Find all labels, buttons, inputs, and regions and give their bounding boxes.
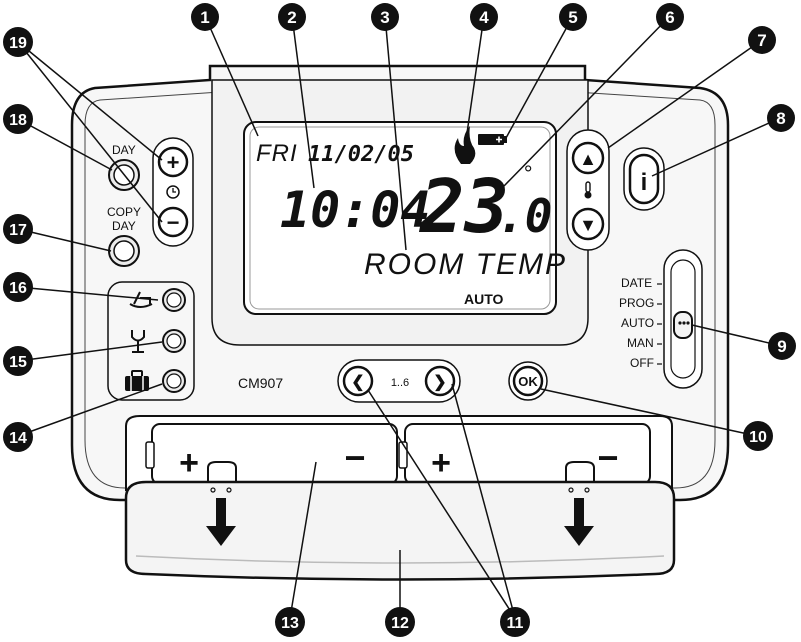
arrow-down-icon-right bbox=[564, 487, 594, 546]
battery-compartment bbox=[125, 415, 673, 491]
callout-9: 9 bbox=[777, 337, 786, 356]
temperature-up-button[interactable] bbox=[571, 141, 605, 175]
switch-pos-off: OFF bbox=[630, 356, 654, 370]
lcd-time: 10:04 bbox=[280, 181, 431, 239]
thermometer-icon bbox=[584, 181, 592, 199]
lcd-surround bbox=[211, 79, 589, 346]
model-label: CM907 bbox=[238, 375, 283, 391]
special-mode-panel bbox=[107, 281, 195, 401]
mode-switch-knob bbox=[673, 311, 693, 339]
callout-16-badge bbox=[3, 272, 33, 302]
callout-7-badge bbox=[748, 26, 776, 54]
callout-2: 2 bbox=[287, 8, 296, 27]
callout-3-badge bbox=[371, 3, 399, 31]
clock-icon bbox=[166, 185, 180, 199]
callout-5: 5 bbox=[568, 8, 577, 27]
holiday-button[interactable] bbox=[162, 369, 186, 393]
callout-6-badge bbox=[656, 3, 684, 31]
leader-lines bbox=[17, 15, 783, 620]
callout-18-badge bbox=[3, 104, 33, 134]
callout-4-badge bbox=[470, 3, 498, 31]
callout-8-badge bbox=[767, 104, 795, 132]
callout-18: 18 bbox=[9, 112, 27, 129]
callout-2-badge bbox=[278, 3, 306, 31]
battery-right-plus: + bbox=[431, 444, 451, 482]
callout-17: 17 bbox=[9, 222, 27, 239]
battery-left-minus: − bbox=[344, 437, 365, 478]
day-button-label: DAY bbox=[112, 143, 136, 157]
callout-14-badge bbox=[3, 422, 33, 452]
callout-8: 8 bbox=[776, 109, 785, 128]
callout-3: 3 bbox=[380, 8, 389, 27]
callout-12-badge bbox=[385, 607, 415, 637]
switch-pos-prog: PROG bbox=[619, 296, 654, 310]
copy-day-button[interactable] bbox=[108, 235, 140, 267]
day-range-label: 1..6 bbox=[391, 377, 409, 389]
lcd-temperature-decimal: .0 bbox=[497, 189, 552, 243]
suitcase-icon bbox=[125, 370, 149, 391]
mode-switch[interactable] bbox=[663, 249, 703, 389]
callout-5-badge bbox=[559, 3, 587, 31]
time-plus-button[interactable] bbox=[157, 146, 189, 178]
lcd-degree: ° bbox=[523, 161, 532, 186]
next-day-button[interactable] bbox=[424, 365, 456, 397]
callout-4: 4 bbox=[479, 8, 489, 27]
callout-1: 1 bbox=[200, 8, 209, 27]
info-button-label: i bbox=[641, 169, 648, 196]
lcd-message: ROOM TEMP bbox=[364, 248, 567, 281]
callout-15: 15 bbox=[9, 354, 27, 371]
flame-icon bbox=[454, 126, 476, 164]
prev-day-label: ❮ bbox=[351, 374, 364, 392]
time-plus-label: + bbox=[167, 150, 180, 175]
temperature-down-label: ▼ bbox=[579, 215, 597, 235]
temperature-down-button[interactable] bbox=[571, 207, 605, 241]
callout-1-badge bbox=[191, 3, 219, 31]
next-day-label: ❯ bbox=[433, 374, 446, 392]
copy-day-label-line2: DAY bbox=[112, 219, 136, 233]
battery-left-plus: + bbox=[179, 444, 199, 482]
callout-15-badge bbox=[3, 346, 33, 376]
callout-19: 19 bbox=[9, 35, 27, 52]
callouts: 1 2 3 4 5 6 7 8 9 10 11 12 13 14 15 16 1… bbox=[3, 3, 796, 637]
time-minus-label: − bbox=[167, 210, 180, 235]
switch-pos-date: DATE bbox=[621, 276, 652, 290]
lcd-day: FRI bbox=[256, 140, 298, 167]
callout-19-badge bbox=[3, 27, 33, 57]
temperature-up-label: ▲ bbox=[579, 149, 597, 169]
ok-button[interactable] bbox=[508, 361, 548, 401]
callout-6: 6 bbox=[665, 8, 674, 27]
prev-day-button[interactable] bbox=[342, 365, 374, 397]
callout-7: 7 bbox=[757, 31, 766, 50]
callout-17-badge bbox=[3, 214, 33, 244]
callout-16: 16 bbox=[9, 280, 27, 297]
battery-right-minus: − bbox=[597, 437, 618, 478]
callout-10-badge bbox=[743, 421, 773, 451]
arrow-down-icon bbox=[206, 487, 236, 546]
switch-pos-auto: AUTO bbox=[621, 316, 654, 330]
battery-icon bbox=[478, 134, 507, 145]
lcd-display: FRI 11/02/05 10:04 23 .0 ° ROOM TEMP AUT… bbox=[256, 126, 567, 307]
callout-11-badge bbox=[500, 607, 530, 637]
lcd-temperature: 23 bbox=[418, 164, 509, 250]
callout-10: 10 bbox=[749, 429, 767, 446]
callout-13-badge bbox=[275, 607, 305, 637]
callout-14: 14 bbox=[9, 430, 27, 447]
day-off-button[interactable] bbox=[162, 288, 186, 312]
lcd-mode: AUTO bbox=[464, 291, 504, 307]
mode-switch-scale: DATE PROG AUTO MAN OFF bbox=[619, 276, 662, 370]
callout-9-badge bbox=[768, 332, 796, 360]
wine-glass-icon bbox=[131, 330, 145, 353]
info-button[interactable] bbox=[623, 147, 665, 211]
ok-button-label: OK bbox=[518, 374, 538, 389]
time-minus-button[interactable] bbox=[157, 206, 189, 238]
callout-12: 12 bbox=[391, 615, 409, 632]
party-button[interactable] bbox=[162, 329, 186, 353]
switch-pos-man: MAN bbox=[627, 336, 654, 350]
copy-day-label-line1: COPY bbox=[107, 205, 141, 219]
callout-13: 13 bbox=[281, 615, 299, 632]
callout-11: 11 bbox=[507, 615, 524, 632]
